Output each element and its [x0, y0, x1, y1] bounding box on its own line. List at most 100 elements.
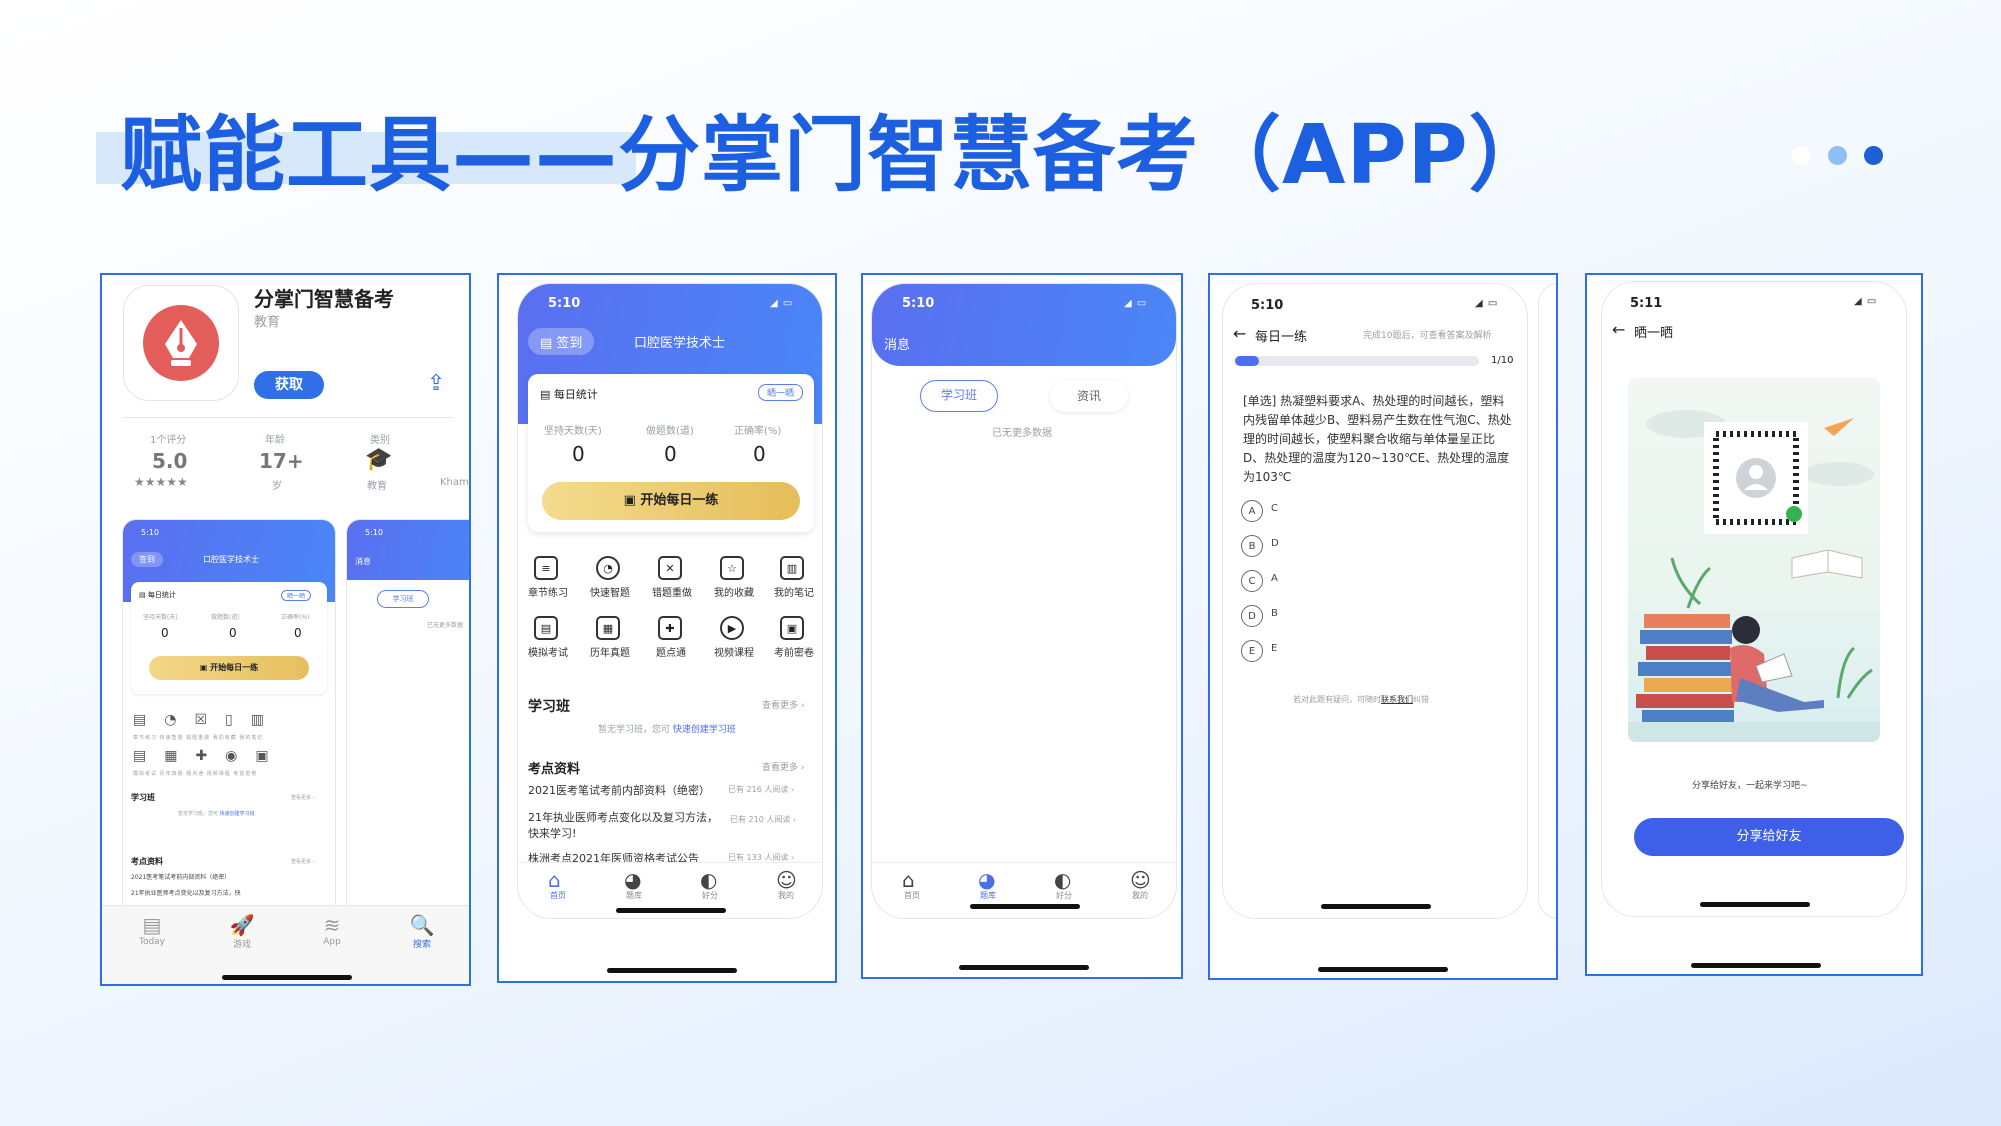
accuracy-value: 0 [753, 442, 766, 466]
daily-panel: 5:10 ◢ ▭ ← 每日一练 完成10题后，可查看答案及解析 1/10 [单选… [1208, 273, 1558, 980]
notes-icon[interactable]: ▥ [780, 556, 804, 580]
status-time: 5:11 [1630, 296, 1663, 311]
preview-screenshot-2[interactable]: 5:10 消息 学习班 已无更多数据 [346, 519, 469, 919]
search-icon: 🔍 [409, 913, 435, 937]
home-indicator-outer [959, 965, 1089, 970]
status-time: 5:10 [1251, 298, 1284, 313]
messages-phone: 5:10 ◢ ▭ 消息 学习班 资讯 已无更多数据 ⌂ 首页 ◕ 题库 ◐ 好分… [871, 283, 1177, 919]
status-time: 5:10 [902, 296, 935, 311]
material-item-1[interactable]: 2021医考笔试考前内部资料（绝密） [528, 784, 710, 797]
age-unit: 岁 [272, 481, 282, 492]
rocket-icon: 🚀 [229, 913, 255, 937]
slide-title: 赋能工具——分掌门智慧备考（APP） [120, 108, 1552, 203]
material-item-2[interactable]: 21年执业医师考点变化以及复习方法，快来学习! [528, 811, 718, 840]
checkin-button[interactable]: ▤ 签到 [528, 328, 595, 355]
option-d-marker[interactable]: D [1241, 605, 1263, 627]
option-c-text[interactable]: A [1271, 573, 1278, 584]
contact-us-link[interactable]: 联系我们 [1381, 695, 1413, 704]
app-icon [123, 285, 239, 401]
clock-icon[interactable]: ◔ [596, 556, 620, 580]
option-e-marker[interactable]: E [1241, 640, 1263, 662]
share-icon[interactable]: ⇪ [427, 371, 446, 396]
secret-paper-icon[interactable]: ▣ [780, 616, 804, 640]
share-caption: 分享给好友，一起来学习吧~ [1692, 781, 1808, 791]
divider [123, 417, 453, 418]
progress-track [1235, 356, 1479, 366]
option-d-text[interactable]: B [1271, 608, 1278, 619]
home-icon[interactable]: ⌂ [902, 868, 915, 892]
question-bank-icon[interactable]: ◕ [624, 868, 642, 892]
materials-section-title: 考点资料 [528, 762, 581, 777]
daily-hint: 完成10题后，可查看答案及解析 [1363, 331, 1492, 341]
score-icon[interactable]: ◐ [1054, 868, 1072, 892]
graduation-cap-icon: 🎓 [365, 447, 393, 472]
home-indicator-outer [1318, 967, 1448, 972]
option-a-marker[interactable]: A [1241, 500, 1263, 522]
dot-2 [1828, 146, 1847, 165]
option-c-marker[interactable]: C [1241, 570, 1263, 592]
pen-nib-icon [165, 320, 197, 366]
calendar-icon[interactable]: ▦ [596, 616, 620, 640]
get-button[interactable]: 获取 [254, 371, 324, 399]
option-e-text[interactable]: E [1271, 643, 1278, 654]
topic-pass-icon[interactable]: ✚ [658, 616, 682, 640]
question-bank-icon[interactable]: ◕ [978, 868, 996, 892]
home-indicator [970, 904, 1080, 909]
appstore-tabbar [102, 905, 469, 984]
home-indicator [1700, 902, 1810, 907]
tab-today[interactable]: ▤Today [132, 913, 172, 947]
status-icons: ◢ ▭ [1475, 298, 1499, 309]
messages-panel: 5:10 ◢ ▭ 消息 学习班 资讯 已无更多数据 ⌂ 首页 ◕ 题库 ◐ 好分… [861, 273, 1183, 979]
progress-count: 1/10 [1491, 355, 1514, 366]
material-item-3[interactable]: 株洲考点2021年医师资格考试公告 [528, 852, 699, 865]
daily-stats-card: ▤ 每日统计 晒一晒 坚持天数(天) 做题数(道) 正确率(%) 0 0 0 ▣… [528, 374, 814, 532]
score-icon[interactable]: ◐ [700, 868, 718, 892]
option-b-text[interactable]: D [1271, 538, 1279, 549]
tab-apps[interactable]: ≋App [312, 913, 352, 947]
chapter-icon[interactable]: ≡ [534, 556, 558, 580]
today-icon: ▤ [142, 913, 162, 937]
wrong-question-icon[interactable]: ✕ [658, 556, 682, 580]
profile-icon[interactable]: ☺ [1130, 868, 1151, 892]
age-label: 年龄 [265, 435, 285, 446]
mock-exam-icon[interactable]: ▤ [534, 616, 558, 640]
video-icon[interactable]: ▶ [720, 616, 744, 640]
share-pill[interactable]: 晒一晒 [758, 384, 804, 401]
home-icon[interactable]: ⌂ [548, 868, 561, 892]
messages-title: 消息 [884, 338, 911, 353]
questions-value: 0 [664, 442, 677, 466]
tab-search[interactable]: 🔍搜索 [402, 913, 442, 950]
daily-title: 每日一练 [1255, 330, 1308, 345]
class-more-link[interactable]: 查看更多 › [762, 701, 805, 711]
question-text: [单选] 热凝塑料要求A、热处理的时间越长，塑料内残留单体越少B、塑料易产生数在… [1243, 394, 1512, 484]
start-daily-button[interactable]: ▣ 开始每日一练 [542, 482, 800, 520]
rating-stars: ★★★★★ [134, 475, 188, 489]
share-to-friend-button[interactable]: 分享给好友 [1634, 818, 1904, 856]
preview-screenshot-1[interactable]: 5:10 签到 口腔医学技术士 ▤ 每日统计 晒一晒 坚持天数(天) 做题数(道… [122, 519, 336, 919]
option-b-marker[interactable]: B [1241, 535, 1263, 557]
profile-icon[interactable]: ☺ [776, 868, 797, 892]
create-class-link[interactable]: 快速创建学习班 [672, 725, 736, 735]
share-title: 晒一晒 [1634, 326, 1674, 341]
status-icons: ◢ ▭ [1124, 298, 1148, 309]
share-poster [1628, 378, 1880, 742]
layers-icon: ≋ [323, 913, 341, 937]
age-value: 17+ [259, 449, 304, 473]
dot-3 [1864, 146, 1883, 165]
back-arrow-icon[interactable]: ← [1233, 324, 1247, 343]
share-panel: 5:11 ◢ ▭ ← 晒一晒 [1585, 273, 1923, 976]
tab-news[interactable]: 资讯 [1050, 380, 1128, 412]
status-icons: ◢ ▭ [770, 298, 794, 309]
daily-footer: 若对此题有疑问，可随时联系我们纠错 [1293, 695, 1429, 704]
daily-phone: 5:10 ◢ ▭ ← 每日一练 完成10题后，可查看答案及解析 1/10 [单选… [1222, 283, 1528, 919]
tab-study-class[interactable]: 学习班 [920, 380, 998, 412]
kham-label: Kham [440, 477, 469, 488]
app-category: 教育 [254, 315, 281, 330]
home-panel: 5:10 ◢ ▭ ▤ 签到 口腔医学技术士 ▤ 每日统计 晒一晒 坚持天数(天)… [497, 273, 837, 983]
tab-games[interactable]: 🚀游戏 [222, 913, 262, 950]
back-arrow-icon[interactable]: ← [1612, 320, 1626, 339]
course-selector[interactable]: 口腔医学技术士 [634, 336, 726, 351]
bookmark-icon[interactable]: ☆ [720, 556, 744, 580]
materials-more-link[interactable]: 查看更多 › [762, 763, 805, 773]
option-a-text[interactable]: C [1271, 503, 1278, 514]
